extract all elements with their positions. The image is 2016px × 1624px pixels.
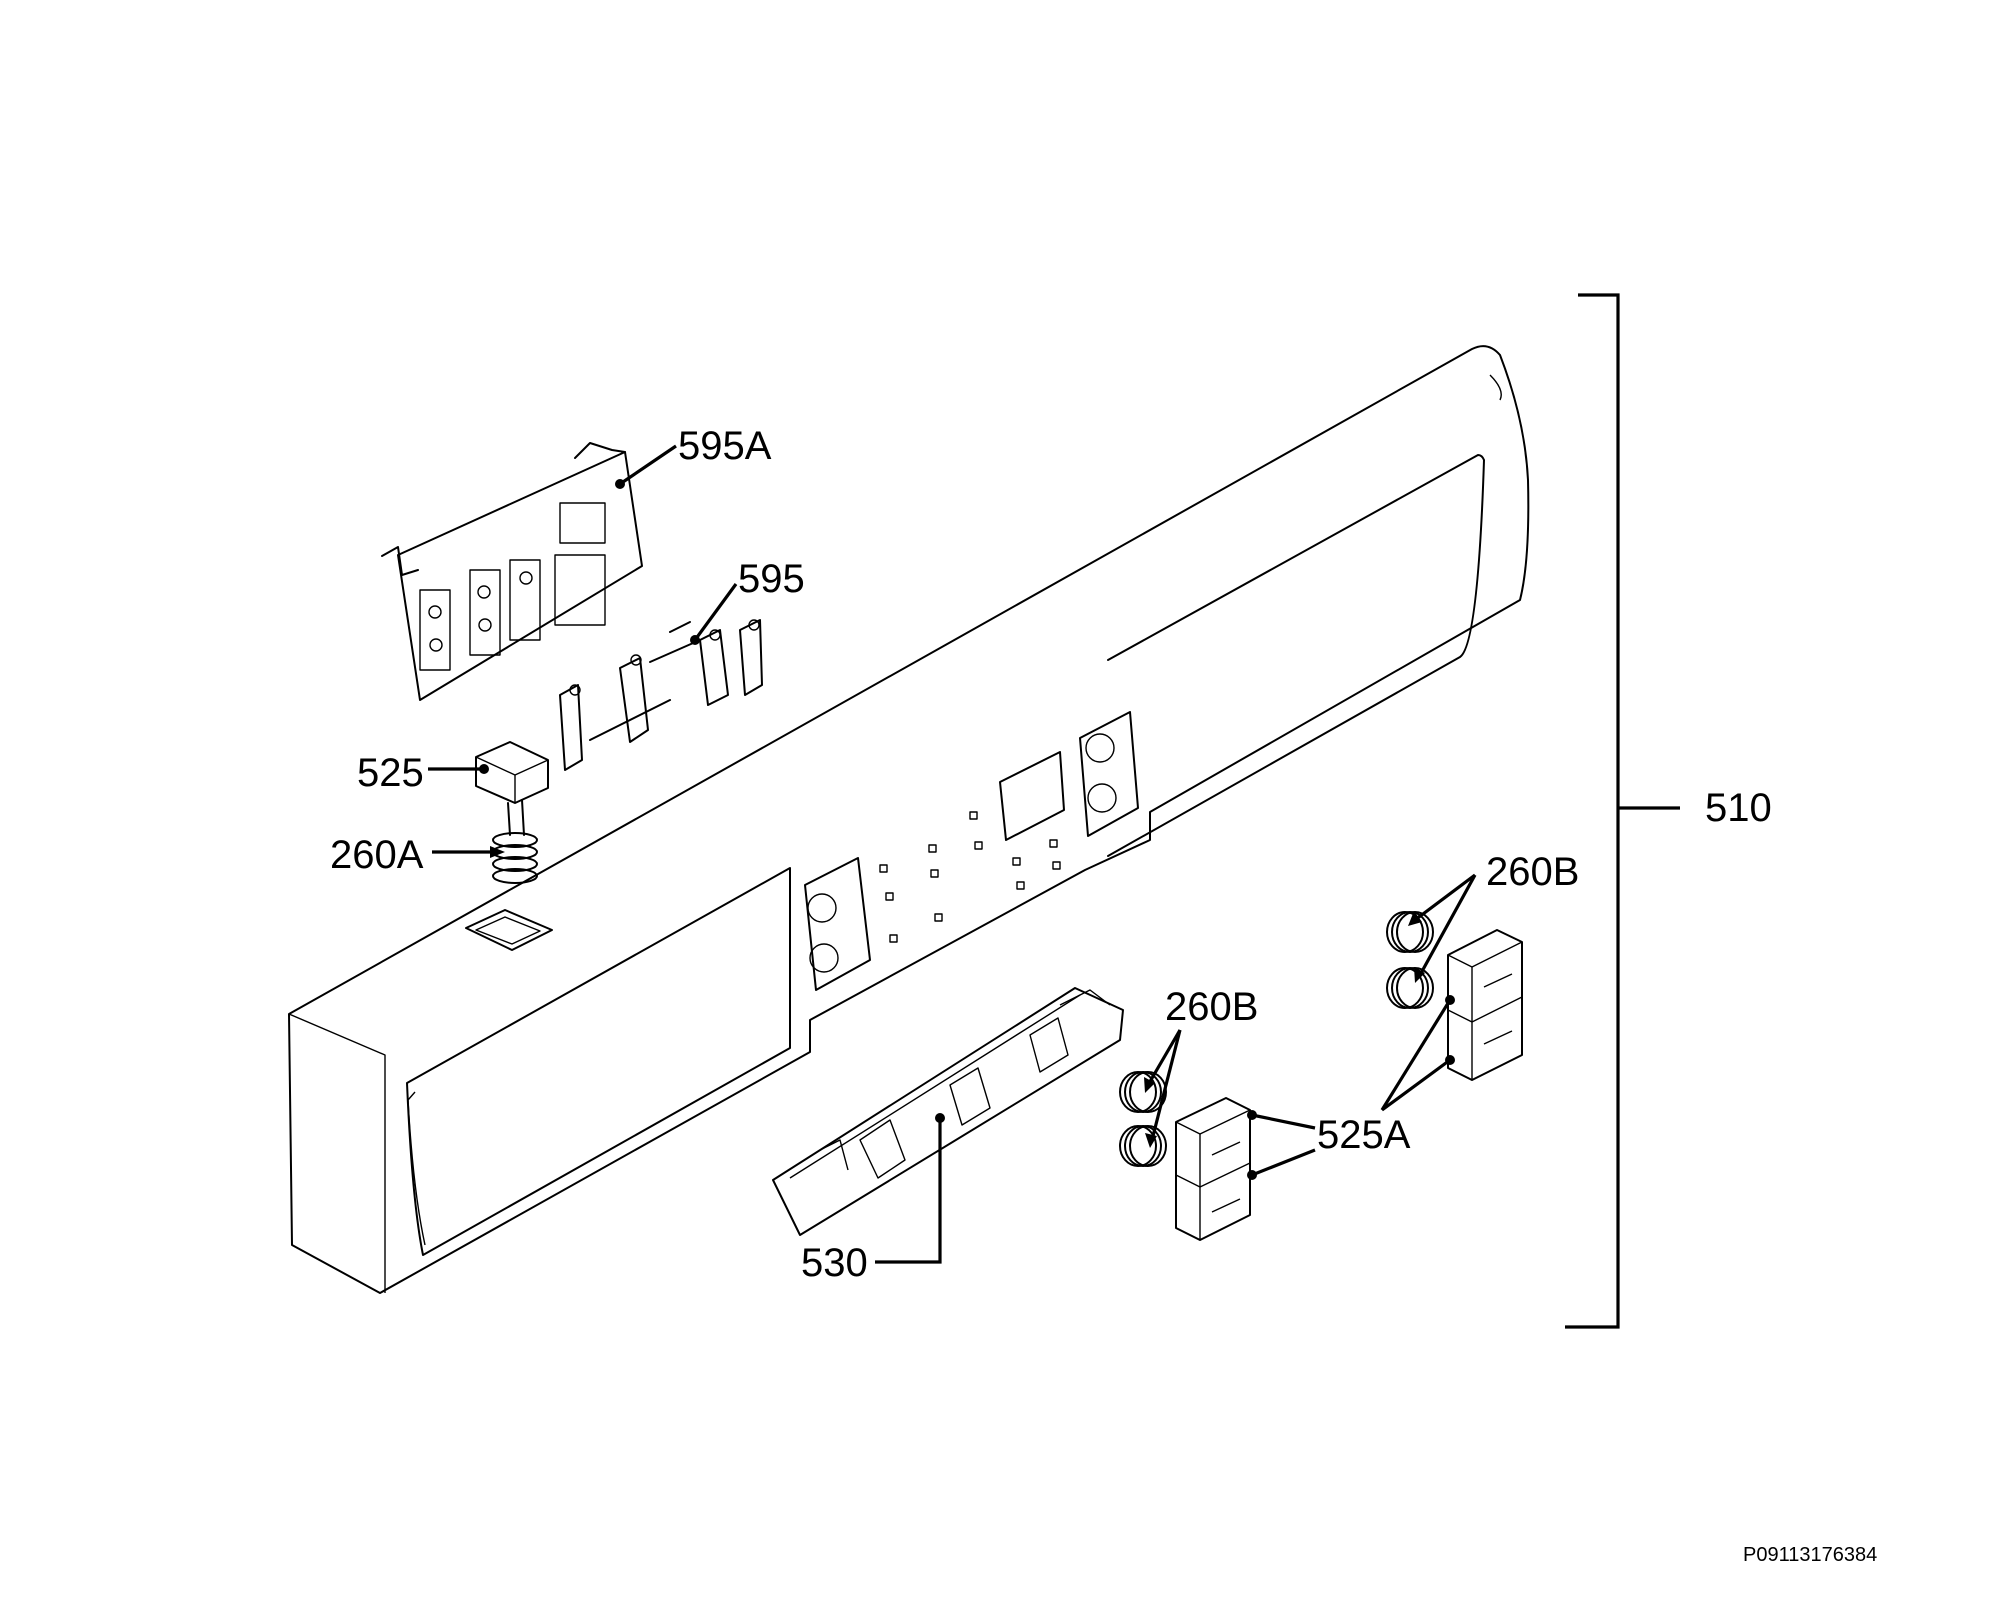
label-595: 595: [738, 557, 805, 601]
label-595A: 595A: [678, 424, 772, 468]
display-window-recess: [406, 454, 1485, 1256]
label-525: 525: [357, 751, 424, 795]
label-260B-middle: 260B: [1165, 985, 1258, 1029]
control-panel-housing: [288, 345, 1530, 1294]
buttons-525A-right: [1447, 929, 1523, 1081]
label-510: 510: [1705, 786, 1772, 830]
indicator-dots: [879, 811, 1061, 943]
button-rail-530: [772, 987, 1124, 1236]
label-530: 530: [801, 1241, 868, 1285]
footer-part-code: P09113176384: [1743, 1544, 1877, 1566]
button-socket: [465, 909, 553, 951]
button-525: [475, 741, 549, 836]
assembly-bracket-510: [1565, 293, 1680, 1329]
leader-lines: [428, 444, 1477, 1264]
bracket-595A: [381, 442, 643, 701]
light-guide-595: [559, 619, 763, 771]
spring-260A: [492, 832, 538, 884]
springs-260B-right: [1386, 911, 1434, 1009]
buttons-525A-middle: [1175, 1097, 1251, 1241]
label-260B-right: 260B: [1486, 850, 1579, 894]
label-525A: 525A: [1317, 1113, 1411, 1157]
label-260A: 260A: [330, 833, 424, 877]
panel-cutouts: [804, 711, 1139, 991]
springs-260B-middle: [1119, 1071, 1167, 1167]
